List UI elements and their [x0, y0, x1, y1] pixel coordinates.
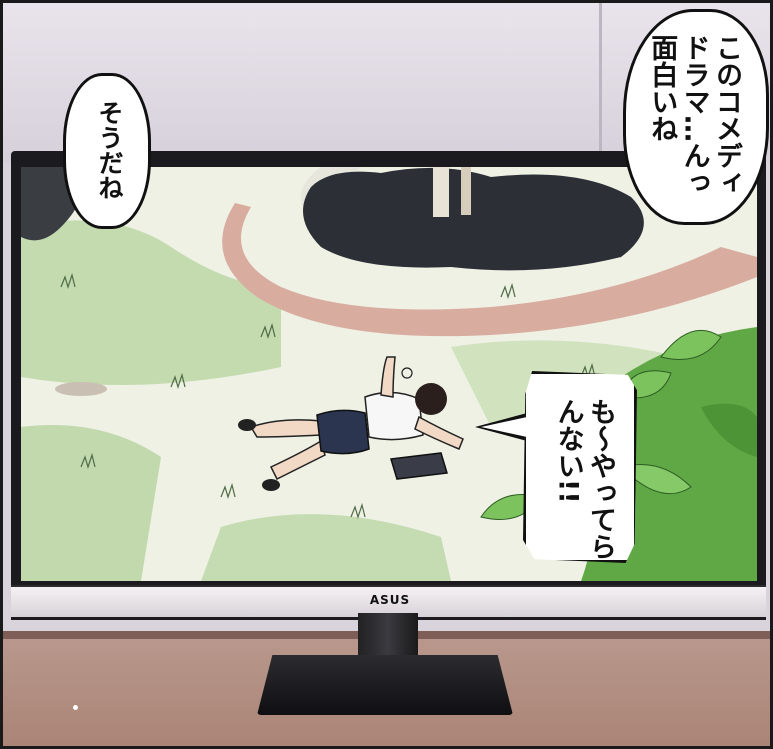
tree-trunk: [433, 167, 449, 217]
dark-bush: [303, 167, 644, 271]
grass-patch: [21, 220, 281, 385]
speech-tail-fill: [481, 417, 527, 437]
lying-girl: [238, 356, 464, 491]
speech-bubble-left: そうだね: [63, 73, 151, 229]
speech-text: このコメディドラマ…んっ面白いね: [646, 34, 742, 196]
speech-bubble-top-right: このコメディドラマ…んっ面白いね: [623, 9, 769, 225]
rock: [55, 382, 107, 396]
monitor-stand: [257, 655, 513, 715]
park-path: [222, 203, 757, 337]
tree-trunk: [461, 167, 471, 215]
table-highlight: [73, 705, 78, 710]
speech-text: そうだね: [95, 100, 124, 200]
school-bag: [390, 452, 448, 480]
grass-tufts: [60, 272, 596, 519]
speech-bubble-screen: も〜やってらんない!!: [523, 371, 637, 563]
grass-patch: [21, 425, 161, 581]
speech-text: も〜やってらんない!!: [552, 398, 616, 560]
wall-seam: [599, 3, 602, 153]
monitor-brand-logo: ASUS: [369, 593, 411, 607]
park-scene: [21, 167, 757, 581]
tv-screen: [21, 167, 757, 581]
grass-patch: [201, 514, 451, 581]
